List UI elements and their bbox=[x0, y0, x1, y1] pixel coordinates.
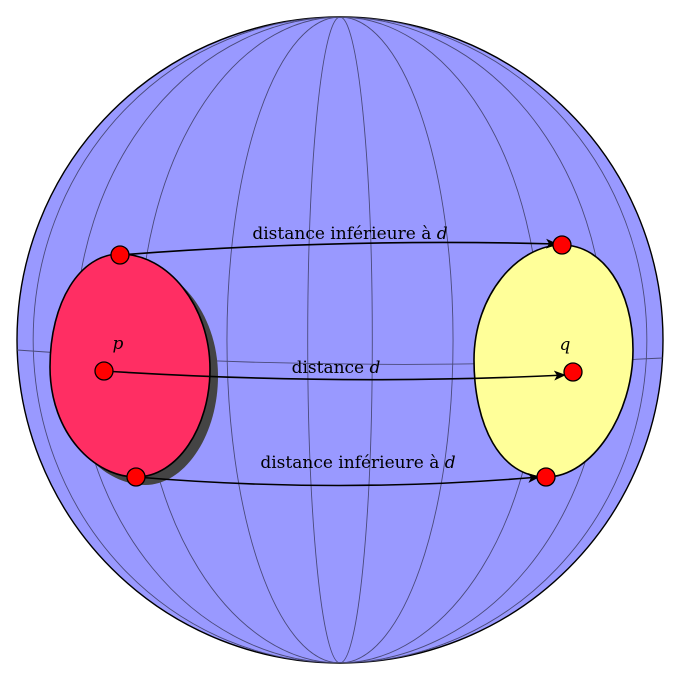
top-arrow-label: distance inférieure à d bbox=[252, 224, 447, 244]
left-bottom-point bbox=[126, 467, 146, 487]
meridian-line bbox=[339, 17, 648, 663]
label-q: q bbox=[560, 335, 571, 355]
right-bottom-point bbox=[536, 467, 556, 487]
middle-arrow-label: distance d bbox=[292, 358, 381, 378]
meridian-line bbox=[226, 17, 341, 663]
point-p bbox=[94, 361, 114, 381]
middle-arrow bbox=[103, 370, 566, 381]
meridian-line bbox=[339, 17, 373, 663]
bottom-arrow-label: distance inférieure à d bbox=[260, 453, 455, 473]
bottom-arrow bbox=[135, 472, 540, 487]
point-q bbox=[563, 362, 583, 382]
meridian-line bbox=[32, 17, 341, 663]
label-p: p bbox=[113, 334, 124, 354]
left-top-point bbox=[110, 245, 130, 265]
top-arrow bbox=[119, 238, 558, 256]
right-top-point bbox=[552, 235, 572, 255]
meridian-line bbox=[307, 17, 341, 663]
meridian-line bbox=[339, 17, 454, 663]
